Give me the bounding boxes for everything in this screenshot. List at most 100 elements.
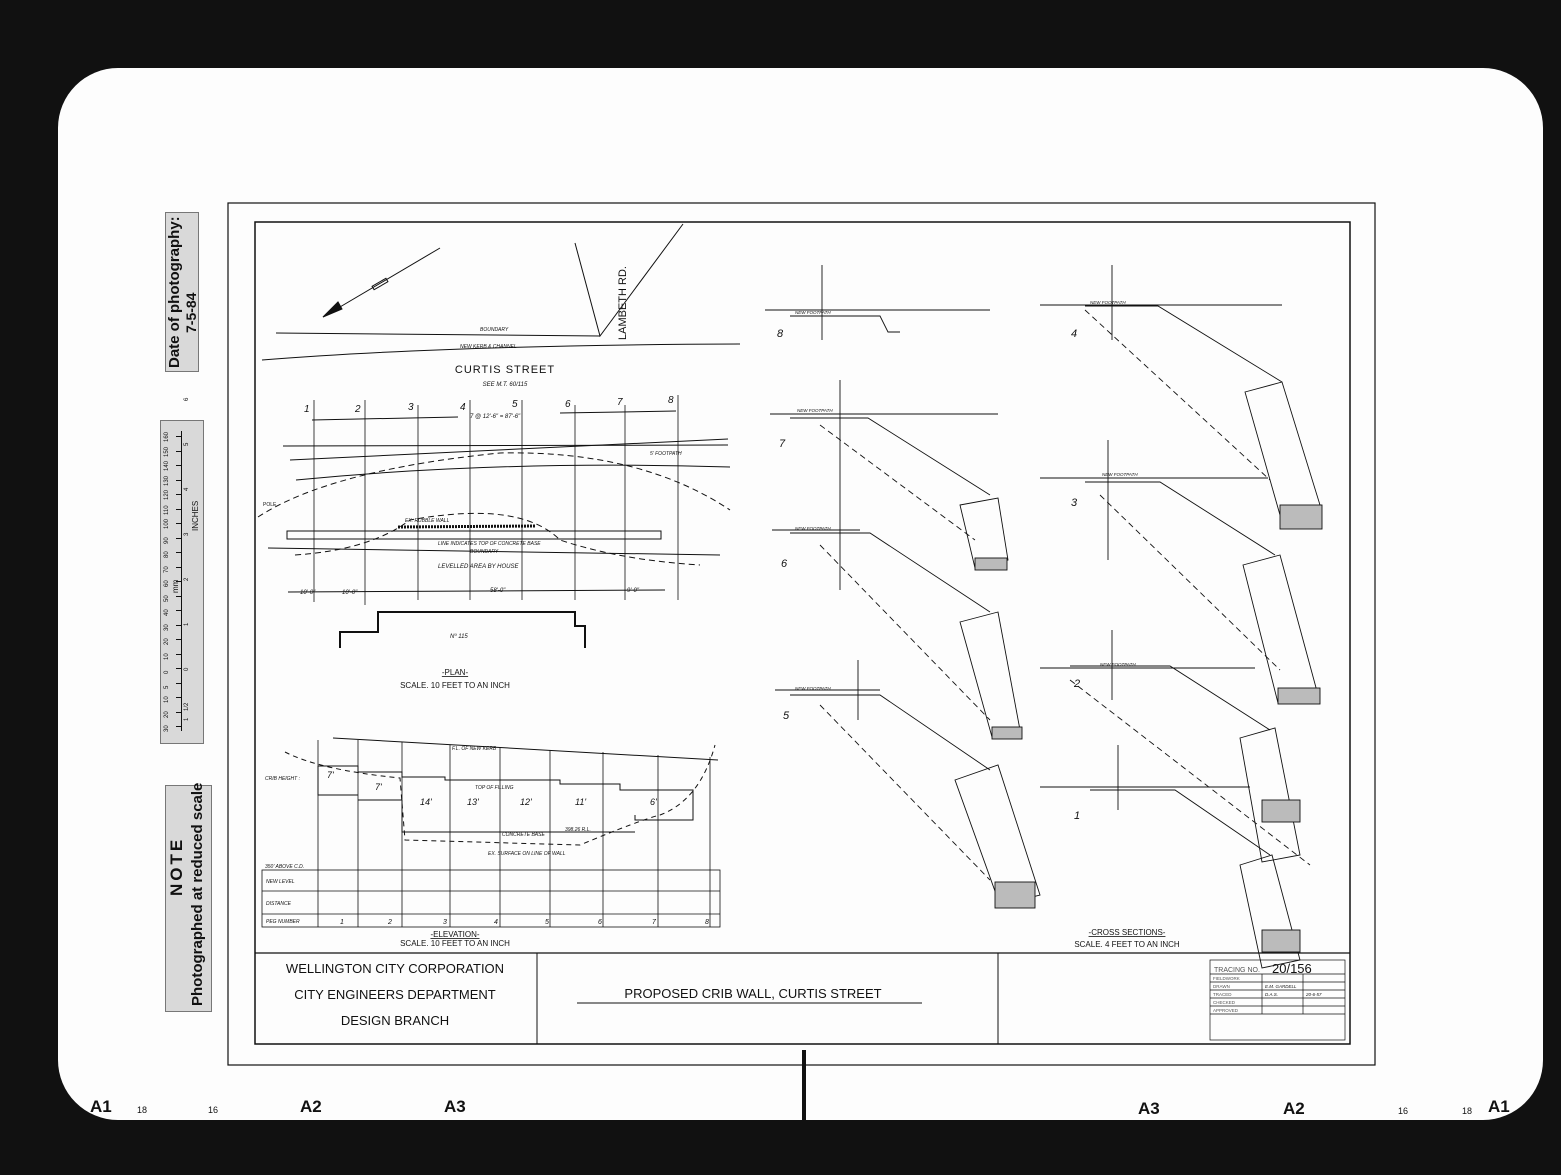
drawing-title: PROPOSED CRIB WALL, CURTIS STREET (624, 986, 881, 1001)
pole-label: POLE (263, 502, 277, 508)
drawing-line (1085, 481, 1276, 556)
kerb-label: NEW KERB & CHANNEL (460, 344, 517, 350)
drawing-text: 7 (652, 919, 657, 926)
ruler-tick (176, 581, 182, 582)
photo-date-box: Date of photography: 7-5-84 (165, 212, 199, 372)
drawing-line (322, 247, 441, 318)
ruler-tick (176, 436, 182, 437)
drawing-text: 9'-0" (627, 588, 640, 594)
drawing-text: 7' (327, 770, 334, 780)
ex-surface-label: EX. SURFACE ON LINE OF WALL (488, 851, 566, 857)
kerb-line-plan (282, 444, 729, 447)
drawing-text: 8 (668, 395, 674, 406)
drawing-text: 58'-0" (490, 588, 506, 594)
elevation-concrete-label: CONCRETE BASE (502, 832, 545, 838)
drawing-line (267, 547, 721, 556)
drawing-text: 12' (520, 797, 532, 807)
drawing-text: NEW FOOTPATH (795, 686, 831, 691)
drawing-text: 7 (617, 397, 623, 408)
drawing-text: 7' (375, 782, 382, 792)
drawing-line (1239, 727, 1301, 863)
elevation-table (261, 740, 721, 928)
drawing-line (790, 694, 991, 771)
lambeth-road-label: LAMBETH RD. (617, 266, 629, 340)
top-of-bank-line (257, 452, 731, 518)
rl-label: 398.26 R.L. (565, 827, 591, 833)
ruler-tick (176, 682, 182, 684)
crib-height-label: CRIB HEIGHT : (265, 776, 301, 782)
elevation-kerb-label: F.L. OF NEW KERB (452, 746, 497, 752)
ruler-tick (176, 566, 182, 568)
cross-section-numbers: 87 65 43 21 (777, 328, 1080, 822)
drawing-text: 2 (354, 404, 361, 415)
drawing-line (959, 497, 1009, 569)
fold-mark (802, 1050, 806, 1120)
drawing-line (289, 438, 729, 461)
cross-sections-title: -CROSS SECTIONS- (1089, 928, 1166, 937)
drawing-line (1084, 309, 1271, 481)
existing-surface (284, 744, 716, 846)
ruler-tick (176, 726, 182, 727)
ruler-tick (176, 552, 182, 553)
drawing-line (819, 544, 991, 721)
boundary-label: BOUNDARY (480, 327, 509, 333)
drawing-line (1244, 381, 1321, 516)
ruler-tick (176, 697, 182, 698)
house-label: Nº 115 (450, 633, 468, 640)
drawing-text: PEG NUMBER (266, 919, 300, 925)
rubble-wall-hatch (397, 524, 536, 529)
section-lines (313, 395, 679, 605)
drawing-line (954, 764, 1041, 906)
concrete-label: LINE INDICATES TOP OF CONCRETE BASE (438, 541, 541, 547)
drawing-text: 6 (598, 919, 602, 926)
street-ref: SEE M.T. 60/115 (483, 382, 528, 388)
street-name: CURTIS STREET (455, 364, 555, 376)
tracing-label: TRACING NO. (1214, 967, 1260, 974)
drawing-line (959, 611, 1021, 738)
ruler-tick (176, 465, 182, 466)
top-fill-label: TOP OF FILLING (475, 785, 514, 791)
org-line-3: DESIGN BRANCH (341, 1013, 449, 1028)
ruler-tick (176, 479, 182, 481)
edge-mark-a2-left: A2 (300, 1097, 322, 1116)
drawing-line (294, 512, 701, 566)
drawing-line (790, 315, 900, 333)
drawing-text: 6' (650, 797, 657, 807)
drawing-line (994, 881, 1036, 909)
drawing-text: APPROVED (1213, 1008, 1239, 1013)
outer-frame (227, 202, 1376, 1066)
tracing-number: 20/156 (1272, 961, 1312, 976)
drawing-text: 2 (387, 919, 392, 926)
ruler-tick (176, 508, 182, 510)
drawing-line (1209, 959, 1346, 1041)
drawing-line (261, 869, 721, 928)
edge-mark-a1-left: A1 (90, 1097, 112, 1116)
tracing-box (1209, 959, 1346, 1041)
drawing-text: FIELDWORK (1213, 976, 1240, 981)
drawing-text: NEW FOOTPATH (795, 526, 831, 531)
drawing-line (991, 726, 1023, 740)
crib-top-profile (318, 765, 694, 821)
inner-frame (254, 221, 1351, 1045)
drawing-text: 2 (1073, 678, 1080, 690)
drawing-text: 6 (565, 399, 571, 410)
drawing-text: NEW FOOTPATH (797, 408, 833, 413)
drawing-text: 6 (781, 558, 788, 570)
drawing-line (790, 532, 991, 613)
tracing-rows: FIELDWORK DRAWN E.M. GARDELL TRACED D.A.… (1213, 976, 1322, 1013)
ruler-tick (176, 610, 182, 611)
drawing-line (1099, 494, 1281, 671)
datum-label: 350' ABOVE C.D. (265, 864, 304, 870)
drawing-line (295, 464, 731, 481)
drawing-line (1090, 789, 1271, 856)
spacing-note: 7 @ 12'-6" = 87'-6" (470, 414, 521, 420)
crib-wall-outline (286, 530, 662, 540)
drawing-text: DRAWN (1213, 984, 1230, 989)
drawing-text: DISTANCE (266, 901, 292, 907)
wall-label: EX. RUBBLE WALL (405, 518, 450, 524)
ruler-tick (176, 523, 182, 524)
drawing-line (559, 410, 677, 414)
drawing-text: 20-6-57 (1305, 992, 1322, 997)
